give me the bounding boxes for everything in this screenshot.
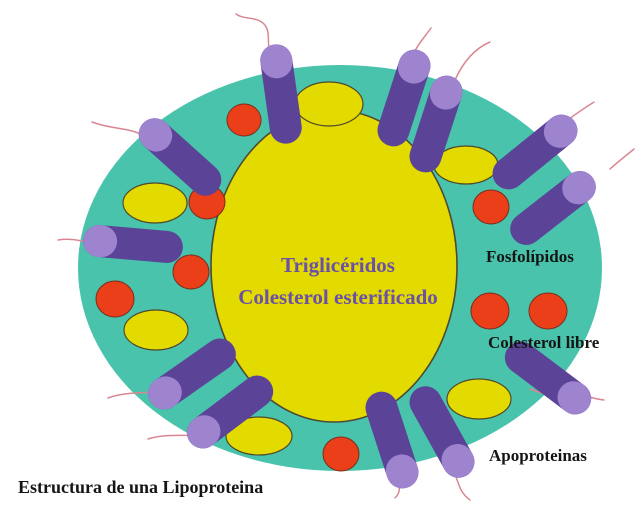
- label-apoproteins: Apoproteinas: [489, 446, 587, 465]
- cholesterol-molecule: [529, 293, 567, 329]
- cholesterol-molecule: [227, 104, 261, 136]
- triglyceride-droplet: [124, 310, 188, 350]
- label-free-cholesterol: Colesterol libre: [488, 333, 600, 352]
- cholesterol-molecule: [473, 190, 509, 224]
- cholesterol-molecule: [173, 255, 209, 289]
- triglyceride-droplet: [295, 82, 363, 126]
- cholesterol-molecule: [323, 437, 359, 471]
- diagram-caption: Estructura de una Lipoproteina: [18, 477, 263, 497]
- triglyceride-droplet: [447, 379, 511, 419]
- label-phospholipids: Fosfolípidos: [486, 247, 574, 266]
- core-label-line-1: Triglicéridos: [281, 253, 395, 277]
- cholesterol-molecule: [96, 281, 134, 317]
- triglyceride-droplet: [123, 183, 187, 223]
- core-label-line-2: Colesterol esterificado: [238, 285, 438, 309]
- cholesterol-molecule: [471, 293, 509, 329]
